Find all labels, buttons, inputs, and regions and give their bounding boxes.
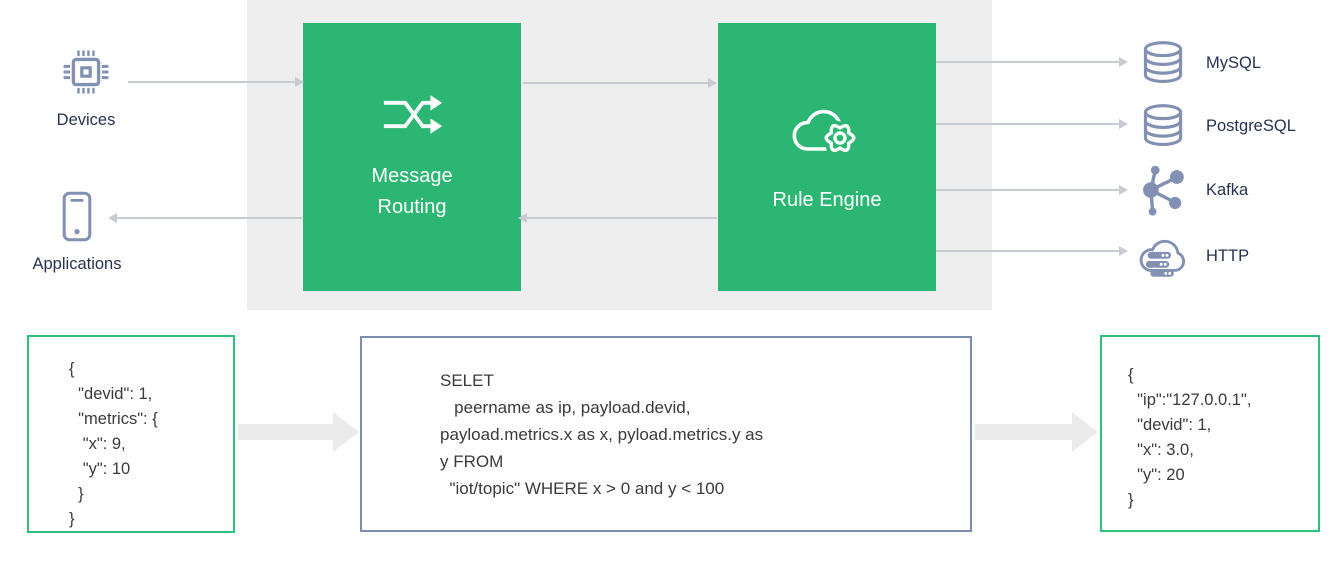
target-mysql: MySQL: [1134, 36, 1261, 90]
kafka-graph-icon: [1134, 163, 1192, 217]
devices-source: Devices: [30, 44, 142, 130]
applications-source: Applications: [20, 189, 134, 274]
arrow-routing-to-applications: [108, 213, 302, 223]
postgresql-label: PostgreSQL: [1206, 116, 1296, 135]
input-json-box: { "devid": 1, "metrics": { "x": 9, "y": …: [27, 335, 235, 533]
output-json-box: { "ip":"127.0.0.1", "devid": 1, "x": 3.0…: [1100, 335, 1320, 532]
sql-code: SELET peername as ip, payload.devid, pay…: [440, 371, 764, 498]
message-routing-box: Message Routing: [303, 23, 521, 291]
input-json-code: { "devid": 1, "metrics": { "x": 9, "y": …: [69, 360, 158, 528]
applications-label: Applications: [32, 255, 122, 273]
arrow-to-http: [936, 246, 1128, 256]
target-postgresql: PostgreSQL: [1134, 99, 1296, 153]
target-kafka: Kafka: [1134, 163, 1248, 217]
database-icon: [1134, 99, 1192, 153]
arrow-rule-engine-to-routing: [518, 213, 717, 223]
arrow-to-kafka: [936, 185, 1128, 195]
arrow-devices-to-routing: [128, 77, 304, 87]
devices-label: Devices: [56, 111, 116, 129]
arrow-routing-to-rule-engine: [523, 78, 717, 88]
sql-box: SELET peername as ip, payload.devid, pay…: [360, 336, 972, 532]
output-json-code: { "ip":"127.0.0.1", "devid": 1, "x": 3.0…: [1128, 366, 1252, 509]
target-http: HTTP: [1134, 229, 1249, 283]
rule-engine-label: Rule Engine: [772, 188, 882, 211]
cloud-gear-icon: [784, 99, 870, 161]
shuffle-icon: [380, 92, 444, 137]
smartphone-icon: [58, 189, 96, 244]
http-label: HTTP: [1206, 246, 1250, 265]
kafka-label: Kafka: [1206, 180, 1249, 199]
rule-engine-box: Rule Engine: [718, 23, 936, 291]
fat-arrow-sql-to-output: [975, 412, 1099, 452]
arrow-to-postgresql: [936, 119, 1128, 129]
chip-icon: [58, 44, 114, 100]
fat-arrow-input-to-sql: [238, 412, 360, 452]
arrow-to-mysql: [936, 57, 1128, 67]
cloud-server-icon: [1134, 229, 1192, 283]
message-routing-label: Message Routing: [371, 164, 453, 218]
mysql-label: MySQL: [1206, 53, 1262, 72]
database-icon: [1134, 36, 1192, 90]
